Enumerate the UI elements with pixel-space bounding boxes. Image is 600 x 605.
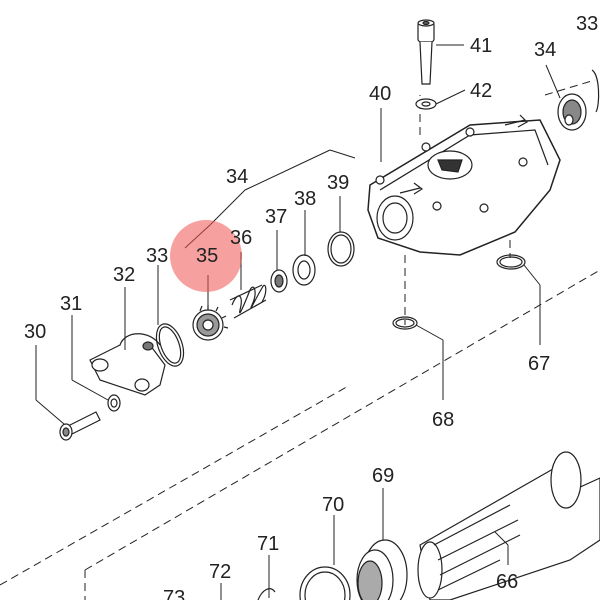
part-42-washer [415,98,437,110]
callout-30: 30 [24,321,46,343]
part-30-screw [59,411,101,441]
callout-37: 37 [265,206,287,228]
part-35-gear [192,305,229,341]
part-66-shaft [417,451,600,601]
callout-labels: 30 31 32 33 34 35 36 37 38 39 40 41 42 3… [24,13,598,605]
part-40-housing [367,114,561,256]
part-33-ring-partial [591,69,600,113]
assembly-guide-lines [0,79,600,600]
callout-31: 31 [60,293,82,315]
part-70-ring [299,566,351,605]
callout-32: 32 [113,264,135,286]
callout-73: 73 [163,587,185,600]
callout-35: 35 [196,245,218,267]
callout-39: 39 [327,172,349,194]
part-38-ring [292,254,316,286]
callout-72: 72 [209,561,231,583]
callout-66: 66 [496,571,518,593]
part-68-o-ring [392,316,418,330]
part-33-o-ring [155,323,185,367]
callout-36: 36 [230,227,252,249]
callout-33-top: 33 [576,13,598,35]
callout-34-top: 34 [534,39,556,61]
callout-68: 68 [432,409,454,431]
highlight-marker [170,220,242,292]
callout-70: 70 [322,494,344,516]
callout-41: 41 [470,35,492,57]
part-71-ring [257,588,276,601]
callout-67: 67 [528,353,550,375]
part-37-washer [270,269,288,293]
part-31-washer [107,394,121,412]
part-34-gear [557,93,587,131]
callout-34: 34 [226,166,248,188]
callout-71: 71 [257,533,279,555]
callout-69: 69 [372,465,394,487]
callout-33: 33 [146,245,168,267]
callout-42: 42 [470,80,492,102]
part-41-bolt [417,19,435,85]
callout-38: 38 [294,188,316,210]
callout-40: 40 [369,83,391,105]
part-67-o-ring [496,254,526,270]
part-69-bearing [356,539,408,605]
part-36-spring [229,284,267,319]
part-32-bracket [89,333,166,396]
part-39-o-ring [327,231,355,267]
